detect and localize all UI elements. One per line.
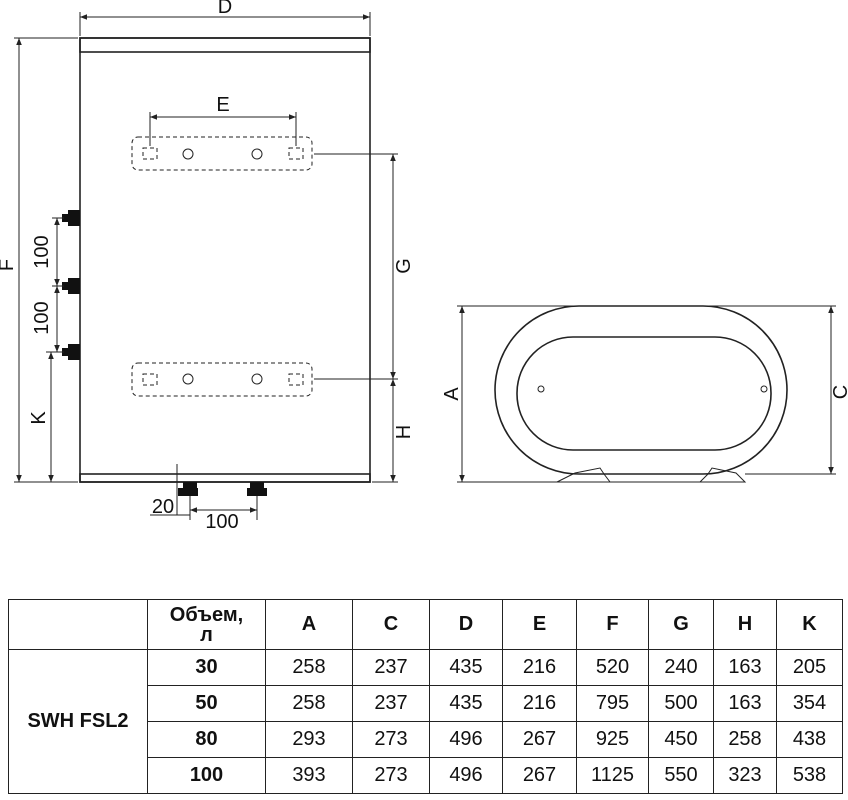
dim-label-bottom-offset: 20 [152,496,174,518]
tank-top-cap [79,37,371,53]
table-cell: 1125 [576,757,649,794]
side-view: A C [441,305,848,483]
dimensions-table: Объем, л A C D E F G H K SWH FSL2 30 258… [8,599,843,794]
table-cell: 163 [713,685,777,722]
table-cell: 100 [147,757,266,794]
table-cell: 163 [713,649,777,686]
volume-header-label: Объем, л [169,603,244,646]
table-cell: 50 [147,685,266,722]
dim-label-E: E [216,94,229,116]
table-cell: 393 [265,757,353,794]
table-cell: 30 [147,649,266,686]
table-cell: 237 [352,685,430,722]
table-cell: 237 [352,649,430,686]
table-row: 50 258 237 435 216 795 500 163 354 [9,685,843,722]
header-cell: H [713,599,777,650]
dim-label-H: H [393,425,415,439]
tank-inner-shell [516,336,772,451]
table-cell: 240 [648,649,714,686]
side-fittings [62,210,80,360]
table-cell: 258 [713,721,777,758]
table-header-row: Объем, л A C D E F G H K [8,599,843,650]
model-name-cell: SWH FSL2 [8,649,148,794]
header-cell: F [576,599,649,650]
dim-label-K: K [28,411,50,425]
table-cell: 435 [429,649,503,686]
table-cell: 267 [502,721,577,758]
dim-label-G: G [393,258,415,274]
tank-bottom-cap [79,473,371,483]
table-cell: 500 [648,685,714,722]
table-cell: 323 [713,757,777,794]
table-cell: 496 [429,757,503,794]
dim-label-C: C [830,385,848,399]
dim-label-pitch-lower: 100 [31,301,53,334]
dim-label-bottom-pitch: 100 [205,511,238,533]
header-cell: E [502,599,577,650]
table-cell: 538 [776,757,843,794]
table-cell: 205 [776,649,843,686]
foot-right [698,467,747,483]
table-cell: 520 [576,649,649,686]
dim-label-D: D [218,0,232,18]
tank-outer-shell [494,305,788,475]
table-cell: 496 [429,721,503,758]
header-cell: A [265,599,353,650]
table-cell: 795 [576,685,649,722]
table-cell: 925 [576,721,649,758]
dim-label-A: A [441,387,463,401]
table-cell: 216 [502,685,577,722]
table-cell: 354 [776,685,843,722]
table-cell: 216 [502,649,577,686]
table-row: SWH FSL2 30 258 237 435 216 520 240 163 … [8,649,843,794]
table-cell: 438 [776,721,843,758]
foot-left [556,467,611,483]
dim-label-pitch-upper: 100 [31,235,53,268]
lower-mounting-bracket [131,362,313,397]
front-view: D E F K 100 100 G H [0,0,415,533]
table-cell: 435 [429,685,503,722]
upper-mounting-bracket [131,136,313,171]
header-cell: D [429,599,503,650]
table-row: 100 393 273 496 267 1125 550 323 538 [9,757,843,794]
header-cell: K [776,599,843,650]
table-cell: 267 [502,757,577,794]
table-cell: 273 [352,757,430,794]
table-cell: 258 [265,685,353,722]
header-cell: Объем, л [147,599,266,650]
table-cell: 80 [147,721,266,758]
table-cell: 293 [265,721,353,758]
table-cell: 450 [648,721,714,758]
dim-label-F: F [0,259,18,271]
table-cell: 258 [265,649,353,686]
header-cell: C [352,599,430,650]
table-cell: 550 [648,757,714,794]
bottom-fittings [178,482,267,496]
table-cell: 273 [352,721,430,758]
technical-drawing: D E F K 100 100 G H [0,0,848,533]
header-cell: G [648,599,714,650]
